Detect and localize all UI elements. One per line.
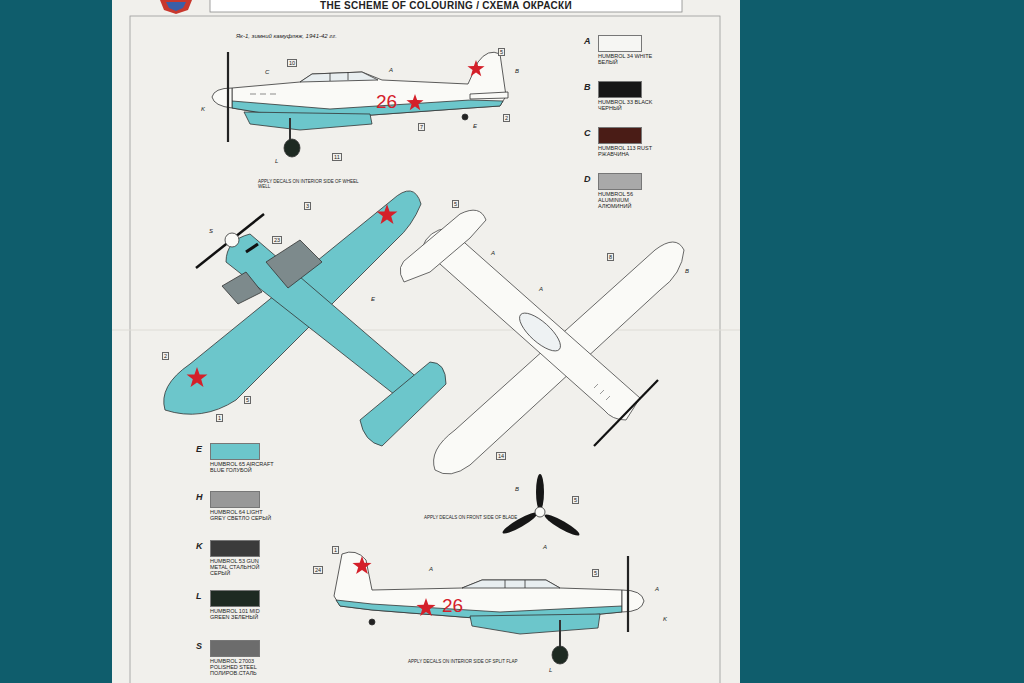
paint-callout: K [200,106,206,113]
color-swatch [210,491,260,508]
legend-text: HUMBROL 65 AIRCRAFT BLUE ГОЛУБОЙ [210,461,276,473]
maker-logo [160,0,192,14]
legend-text: HUMBROL 34 WHITE БЕЛЫЙ [598,53,658,65]
paint-letter: C [584,129,591,139]
side-view-left [212,52,508,157]
color-swatch [598,173,642,190]
paint-callout: B [514,486,520,493]
legend-text: HUMBROL 53 GUN METAL СТАЛЬНОЙ СЕРЫЙ [210,558,276,576]
callout-number: 3 [304,202,311,210]
callout-number: 23 [272,236,282,244]
paint-callout: A [388,67,394,74]
paint-callout: L [548,667,553,674]
callout-number: 5 [452,200,459,208]
paint-letter: D [584,175,591,185]
paint-letter: E [196,445,202,455]
legend-text: HUMBROL 101 MID GREEN ЗЕЛЕНЫЙ [210,608,276,620]
paint-callout: A [428,566,434,573]
legend-item: HUMBROL 27003 POLISHED STEEL ПОЛИРОВ.СТА… [210,640,276,658]
paint-callout: A [542,544,548,551]
maker-logo [166,2,186,11]
legend-item: HUMBROL 65 AIRCRAFT BLUE ГОЛУБОЙ [210,443,276,455]
legend-text: HUMBROL 64 LIGHT GREY СВЕТЛО СЕРЫЙ [210,509,276,521]
paint-callout: K [662,616,668,623]
paint-callout: A [490,250,496,257]
paint-letter: K [196,542,203,552]
tactical-number: 26 [376,92,397,113]
legend-item: HUMBROL 53 GUN METAL СТАЛЬНОЙ СЕРЫЙ [210,540,276,558]
legend-text: HUMBROL 27003 POLISHED STEEL ПОЛИРОВ.СТА… [210,658,276,676]
callout-number: 24 [313,566,323,574]
profile-caption: Як-1, зимний камуфляж, 1941-42 гг. [236,33,337,40]
color-swatch [598,127,642,144]
title-frame [210,0,682,12]
paint-letter: H [196,493,203,503]
paint-letter: A [584,37,591,47]
legend-text: HUMBROL 113 RUST РЖАВЧИНА [598,145,658,157]
paint-callout: E [370,296,376,303]
color-swatch [210,640,260,657]
paint-callout: L [274,158,279,165]
color-swatch [210,590,260,607]
side-view-right [334,552,644,664]
paint-letter: B [584,83,591,93]
decal-note: APPLY DECALS ON FRONT SIDE OF BLADE [424,516,534,521]
callout-number: 8 [607,253,614,261]
paint-letter: S [196,642,202,652]
paint-callout: A [654,586,660,593]
callout-number: 2 [503,114,510,122]
fold-line [112,330,740,331]
legend-item: HUMBROL 101 MID GREEN ЗЕЛЕНЫЙ [210,590,276,602]
top-view [400,210,684,474]
propeller-front-view [501,474,582,538]
paint-callout: S [208,228,214,235]
paint-letter: L [196,592,202,602]
callout-number: 1 [332,546,339,554]
decal-note: APPLY DECALS ON INTERIOR SIDE OF WHEEL W… [258,180,368,190]
legend-item: HUMBROL 33 BLACK ЧЕРНЫЙ [598,81,658,93]
callout-number: 10 [287,59,297,67]
callout-number: 5 [498,48,505,56]
legend-item: HUMBROL 34 WHITE БЕЛЫЙ [598,35,658,47]
paint-callout: B [684,268,690,275]
callout-number: 5 [592,569,599,577]
callout-number: 5 [572,496,579,504]
callout-number: 1 [216,414,223,422]
legend-item: HUMBROL 64 LIGHT GREY СВЕТЛО СЕРЫЙ [210,491,276,503]
legend-item: HUMBROL 56 ALUMINIUM АЛЮМИНИЙ [598,173,658,191]
callout-number: 5 [244,396,251,404]
legend-item: HUMBROL 113 RUST РЖАВЧИНА [598,127,658,139]
paper-sheet [112,0,740,683]
callout-number: 11 [332,153,342,161]
callout-number: 7 [418,123,425,131]
paint-callout: A [538,286,544,293]
color-swatch [210,540,260,557]
color-swatch [598,81,642,98]
paint-callout: C [264,69,270,76]
legend-text: HUMBROL 56 ALUMINIUM АЛЮМИНИЙ [598,191,658,209]
sheet-title: THE SCHEME OF COLOURING / СХЕМА ОКРАСКИ [210,0,682,11]
callout-number: 2 [162,352,169,360]
sheet-border [130,16,720,683]
callout-number: 14 [496,452,506,460]
paint-callout: B [514,68,520,75]
color-swatch [210,443,260,460]
underside-view [164,191,446,446]
legend-text: HUMBROL 33 BLACK ЧЕРНЫЙ [598,99,658,111]
decal-note: APPLY DECALS ON INTERIOR SIDE OF SPLIT F… [408,660,518,665]
paint-callout: E [472,123,478,130]
tactical-number: 26 [442,596,463,617]
color-swatch [598,35,642,52]
